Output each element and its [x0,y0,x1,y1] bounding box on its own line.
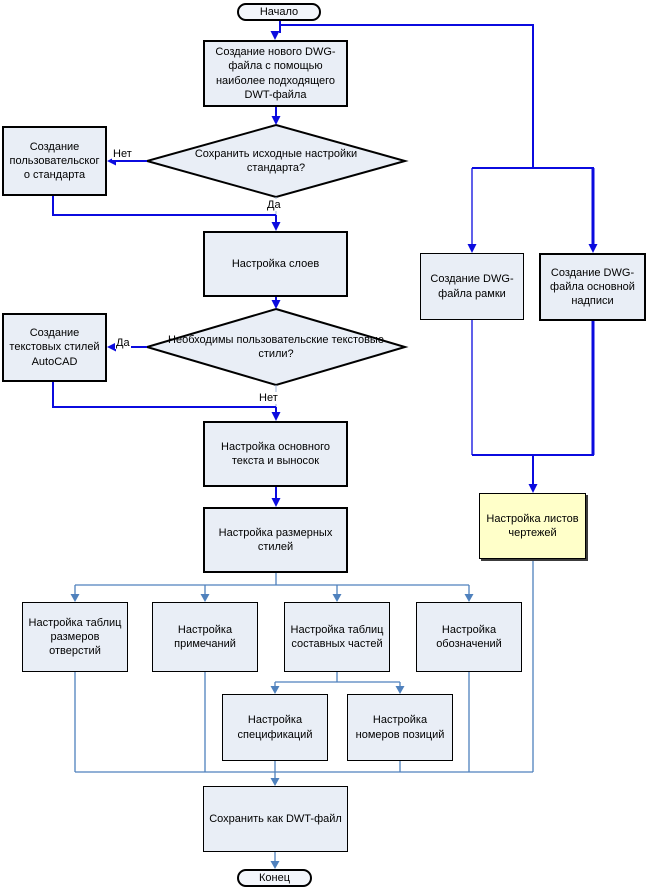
process-label: Настройка спецификаций [237,714,313,741]
main-flow-arrowheads [107,31,598,507]
sub-flow-lines [74,559,534,862]
process-label: Настройка примечаний [174,623,236,650]
process-item-numbers-setup: Настройка номеров позиций [347,694,453,761]
process-label: Настройка основного текста и выносок [221,440,330,467]
end-terminator: Конец [237,869,312,887]
process-label: Создание пользовательского стандарта [9,140,100,182]
process-label: Настройка таблиц размеров отверстий [28,616,122,658]
process-parts-tables-setup: Настройка таблиц составных частей [284,602,390,672]
edge-label-yes-1: Да [266,199,282,212]
process-create-user-standard: Создание пользовательского стандарта [2,126,107,196]
process-notes-setup: Настройка примечаний [152,602,258,672]
process-create-dwg-file: Создание нового DWG-файла с помощью наиб… [203,40,348,107]
process-create-text-styles: Создание текстовых стилей AutoCAD [2,313,107,382]
process-label: Создание DWG-файла рамки [430,273,514,300]
process-layer-setup: Настройка слоев [203,231,348,297]
start-label: Начало [259,5,299,18]
process-dimension-styles-setup: Настройка размерных стилей [203,507,348,573]
process-label: Настройка размерных стилей [218,526,333,553]
edge-label-yes-2: Да [115,337,131,350]
process-label: Создание нового DWG-файла с помощью наиб… [215,46,336,101]
decision-text: Необходимы пользовательские текстовые ст… [168,333,384,360]
process-label: Настройка номеров позиций [355,714,445,741]
process-label: Настройка обозначений [436,623,502,650]
process-label: Создание текстовых стилей AutoCAD [9,327,100,368]
process-label: Настройка слоев [231,257,320,270]
decision-text: Сохранить исходные настройки стандарта? [194,147,358,174]
process-drawing-sheets-setup: Настройка листов чертежей [479,493,586,559]
process-designations-setup: Настройка обозначений [416,602,522,672]
process-main-text-setup: Настройка основного текста и выносок [203,421,348,487]
process-label: Сохранить как DWT-файл [209,812,342,825]
process-hole-size-tables-setup: Настройка таблиц размеров отверстий [22,602,128,672]
decision-need-text-styles-label: Необходимы пользовательские текстовые ст… [166,325,386,369]
start-terminator: Начало [237,3,321,21]
sub-flow-arrowheads [70,594,474,869]
process-label: Создание DWG-файла основной надписи [550,266,635,308]
process-title-block-dwg-file: Создание DWG-файла основной надписи [539,253,646,321]
edge-label-no-2: Нет [258,392,279,405]
end-label: Конец [258,871,291,884]
process-specifications-setup: Настройка спецификаций [222,694,328,761]
edge-label-no-1: Нет [112,148,133,161]
process-label: Настройка листов чертежей [486,512,579,539]
decision-keep-settings-label: Сохранить исходные настройки стандарта? [166,139,386,183]
process-label: Настройка таблиц составных частей [290,623,384,650]
process-frame-dwg-file: Создание DWG-файла рамки [420,253,524,320]
process-save-as-dwt: Сохранить как DWT-файл [203,786,348,852]
